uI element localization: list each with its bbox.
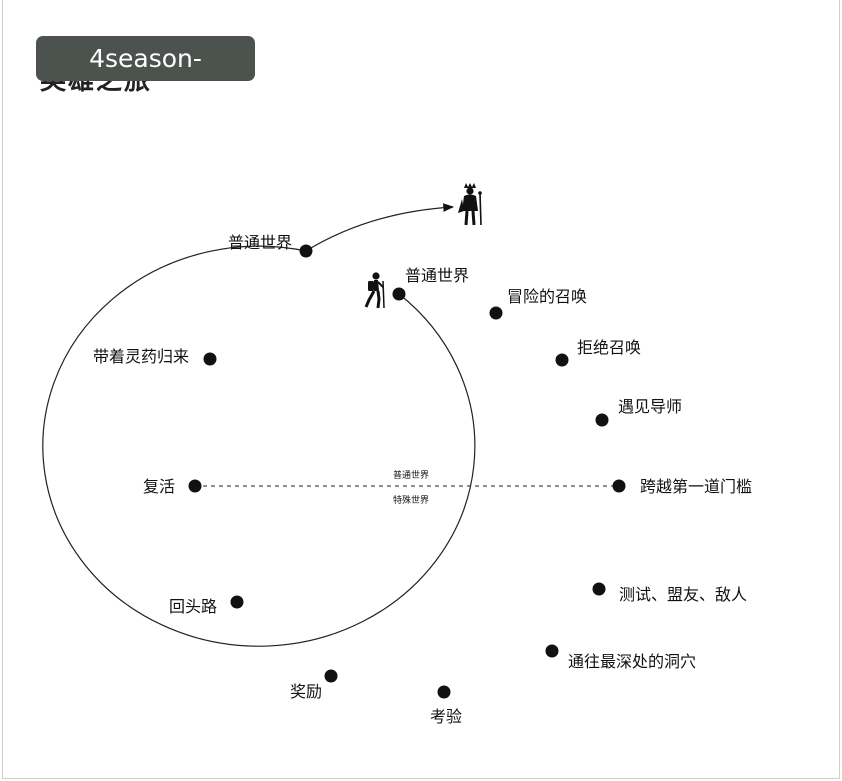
node-approach-inmost-cave — [545, 644, 559, 658]
journey-path — [42, 203, 476, 647]
watermark-badge: 4season-app.com — [36, 36, 255, 118]
label-ordinary-world-start: 普通世界 — [405, 266, 469, 285]
label-ordinary-world-end: 普通世界 — [228, 233, 292, 252]
node-reward — [324, 669, 338, 683]
label-call-to-adventure: 冒险的召唤 — [507, 287, 587, 306]
node-meeting-mentor — [595, 413, 609, 427]
label-tests-allies-enemies: 测试、盟友、敌人 — [619, 585, 747, 604]
label-reward: 奖励 — [290, 682, 322, 701]
node-ordinary-world-start — [392, 287, 406, 301]
node-crossing-threshold — [612, 479, 626, 493]
label-road-back: 回头路 — [169, 597, 217, 616]
hiker-icon — [364, 272, 385, 309]
label-return-with-elixir: 带着灵药归来 — [93, 347, 189, 366]
divider-label-ordinary-world: 普通世界 — [393, 469, 429, 481]
node-refusal-of-call — [555, 353, 569, 367]
node-tests-allies-enemies — [592, 582, 606, 596]
crowned-hero-icon — [458, 183, 482, 226]
label-approach-inmost-cave: 通往最深处的洞穴 — [568, 652, 696, 671]
label-crossing-threshold: 跨越第一道门槛 — [640, 477, 752, 496]
label-ordeal: 考验 — [430, 707, 462, 726]
node-call-to-adventure — [489, 306, 503, 320]
label-resurrection: 复活 — [143, 477, 175, 496]
divider-label-special-world: 特殊世界 — [393, 494, 429, 506]
node-ordinary-world-end — [299, 244, 313, 258]
label-refusal-of-call: 拒绝召唤 — [577, 338, 641, 357]
node-ordeal — [437, 685, 451, 699]
label-meeting-mentor: 遇见导师 — [618, 397, 682, 416]
node-resurrection — [188, 479, 202, 493]
node-road-back — [230, 595, 244, 609]
node-return-with-elixir — [203, 352, 217, 366]
